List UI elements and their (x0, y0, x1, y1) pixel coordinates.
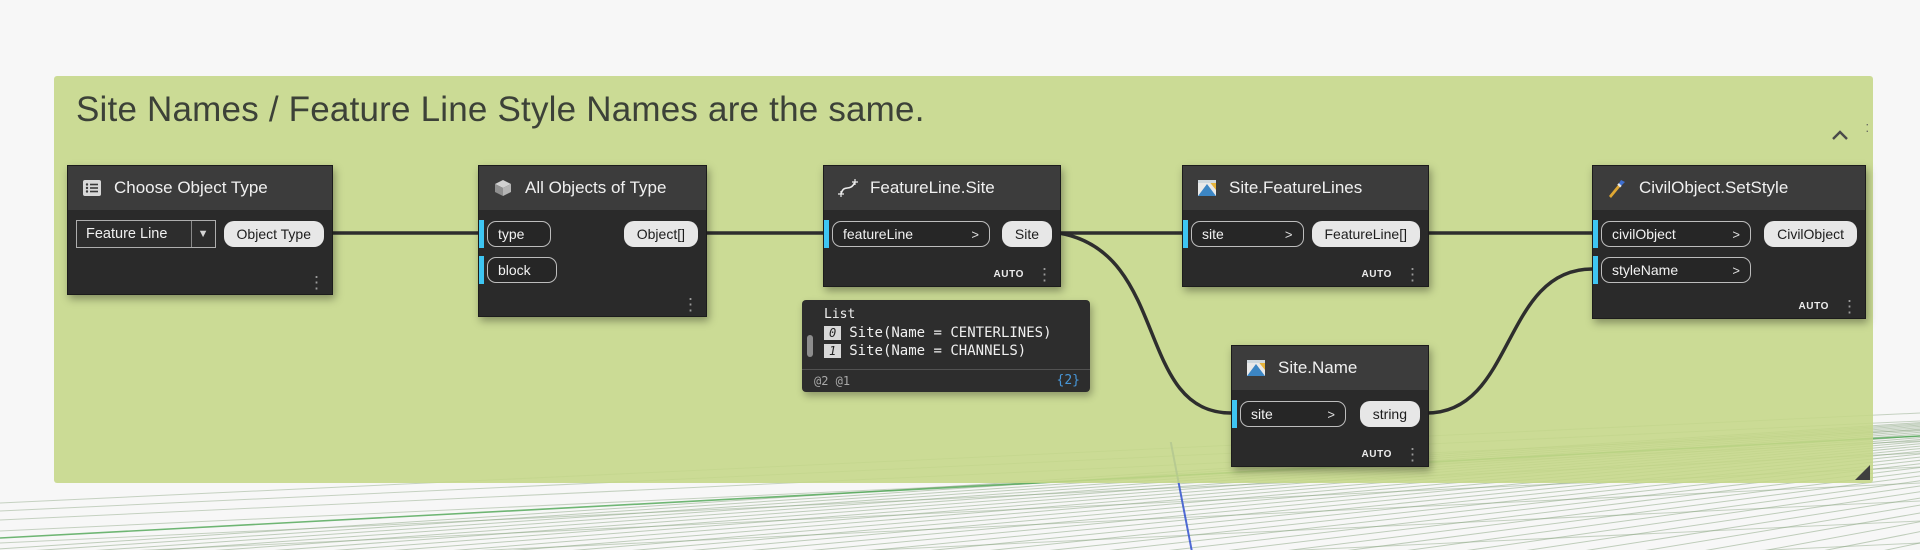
input-port-featureline[interactable]: featureLine > (832, 221, 990, 247)
list-item: 1 Site(Name = CHANNELS) (824, 342, 1078, 360)
site-icon (1245, 357, 1267, 379)
port-connected-marker (1183, 220, 1188, 248)
lacing-indicator[interactable]: AUTO (1361, 269, 1392, 280)
chevron-down-icon: ▼ (190, 221, 215, 247)
preview-list-label: List (824, 307, 856, 322)
list-levels: @2 @1 (814, 373, 851, 388)
node-header[interactable]: FeatureLine.Site (824, 166, 1060, 210)
port-label: styleName (1612, 262, 1679, 278)
cube-icon (492, 177, 514, 199)
port-label: site (1251, 406, 1273, 422)
node-title: Site.FeatureLines (1229, 178, 1363, 197)
node-header[interactable]: CivilObject.SetStyle (1593, 166, 1865, 210)
ellipsis-icon[interactable]: ⋮ (1404, 265, 1421, 284)
lacing-indicator[interactable]: AUTO (993, 269, 1024, 280)
output-port-featurelines[interactable]: FeatureLine[] (1311, 221, 1420, 247)
input-port-site[interactable]: site > (1240, 401, 1346, 427)
group-title[interactable]: Site Names / Feature Line Style Names ar… (76, 90, 925, 129)
node-title: Choose Object Type (114, 178, 268, 197)
node-civilobject-setstyle[interactable]: CivilObject.SetStyle civilObject > Civil… (1592, 165, 1866, 319)
node-featureline-site[interactable]: FeatureLine.Site featureLine > Site AUTO… (823, 165, 1061, 287)
input-port-site[interactable]: site > (1191, 221, 1304, 247)
node-header[interactable]: All Objects of Type (479, 166, 706, 210)
port-default-chevron: > (971, 226, 979, 242)
port-connected-marker (479, 220, 484, 248)
list-index-badge: 0 (824, 326, 842, 340)
output-port-civilobject[interactable]: CivilObject (1764, 221, 1857, 247)
paintbrush-icon (1606, 177, 1628, 199)
output-port-site[interactable]: Site (1001, 221, 1052, 247)
preview-pin-handle[interactable] (807, 335, 813, 357)
input-port-block[interactable]: block (487, 257, 557, 283)
port-default-chevron: > (1732, 262, 1740, 278)
port-label: site (1202, 226, 1224, 242)
output-port-object-type[interactable]: Object Type (223, 221, 324, 247)
port-connected-marker (1593, 220, 1598, 248)
input-port-civilobject[interactable]: civilObject > (1601, 221, 1751, 247)
output-port-string[interactable]: string (1359, 401, 1420, 427)
site-icon (1196, 177, 1218, 199)
port-default-chevron: > (1732, 226, 1740, 242)
node-site-featurelines[interactable]: Site.FeatureLines site > FeatureLine[] A… (1182, 165, 1429, 287)
node-title: FeatureLine.Site (870, 178, 995, 197)
port-label: civilObject (1612, 226, 1676, 242)
object-type-dropdown[interactable]: Feature Line ▼ (76, 220, 216, 248)
ellipsis-icon[interactable]: ⋮ (682, 295, 699, 314)
node-site-name[interactable]: Site.Name site > string AUTO ⋮ (1231, 345, 1429, 467)
list-count: {2} (1056, 373, 1080, 388)
port-label: block (498, 262, 531, 278)
node-title: CivilObject.SetStyle (1639, 178, 1789, 197)
port-connected-marker (1593, 256, 1598, 284)
ellipsis-icon[interactable]: ⋮ (1404, 445, 1421, 464)
list-icon (81, 177, 103, 199)
node-choose-object-type[interactable]: Choose Object Type Feature Line ▼ Object… (67, 165, 333, 295)
node-header[interactable]: Site.FeatureLines (1183, 166, 1428, 210)
node-title: All Objects of Type (525, 178, 667, 197)
list-index-badge: 1 (824, 344, 842, 358)
input-port-type[interactable]: type (487, 221, 551, 247)
node-header[interactable]: Choose Object Type (68, 166, 332, 210)
port-default-chevron: > (1284, 226, 1293, 242)
port-connected-marker (824, 220, 829, 248)
input-port-stylename[interactable]: styleName > (1601, 257, 1751, 283)
preview-bubble[interactable]: List 0 Site(Name = CENTERLINES) 1 Site(N… (802, 300, 1090, 392)
port-label: featureLine (843, 226, 914, 242)
lacing-indicator[interactable]: AUTO (1361, 449, 1392, 460)
ellipsis-icon[interactable]: ⋮ (1841, 297, 1858, 316)
port-label: type (498, 226, 525, 242)
ellipsis-icon[interactable]: ⋮ (1036, 265, 1053, 284)
ellipsis-icon[interactable]: ⋮ (308, 273, 325, 292)
list-item-value: Site(Name = CENTERLINES) (849, 325, 1052, 341)
group-edge-dots-icon[interactable]: ⁚ (1865, 123, 1870, 135)
dropdown-value: Feature Line (86, 226, 168, 242)
port-connected-marker (479, 256, 484, 284)
list-item-value: Site(Name = CHANNELS) (849, 343, 1027, 359)
node-header[interactable]: Site.Name (1232, 346, 1428, 390)
node-all-objects-of-type[interactable]: All Objects of Type type Object[] block … (478, 165, 707, 317)
lacing-indicator[interactable]: AUTO (1798, 301, 1829, 312)
list-item: 0 Site(Name = CENTERLINES) (824, 324, 1078, 342)
port-connected-marker (1232, 400, 1237, 428)
port-default-chevron: > (1327, 406, 1335, 422)
curve-icon (837, 177, 859, 199)
chevron-up-icon[interactable] (1829, 128, 1851, 144)
node-title: Site.Name (1278, 358, 1358, 377)
group-resize-handle[interactable] (1855, 465, 1870, 480)
output-port-objects[interactable]: Object[] (623, 221, 698, 247)
